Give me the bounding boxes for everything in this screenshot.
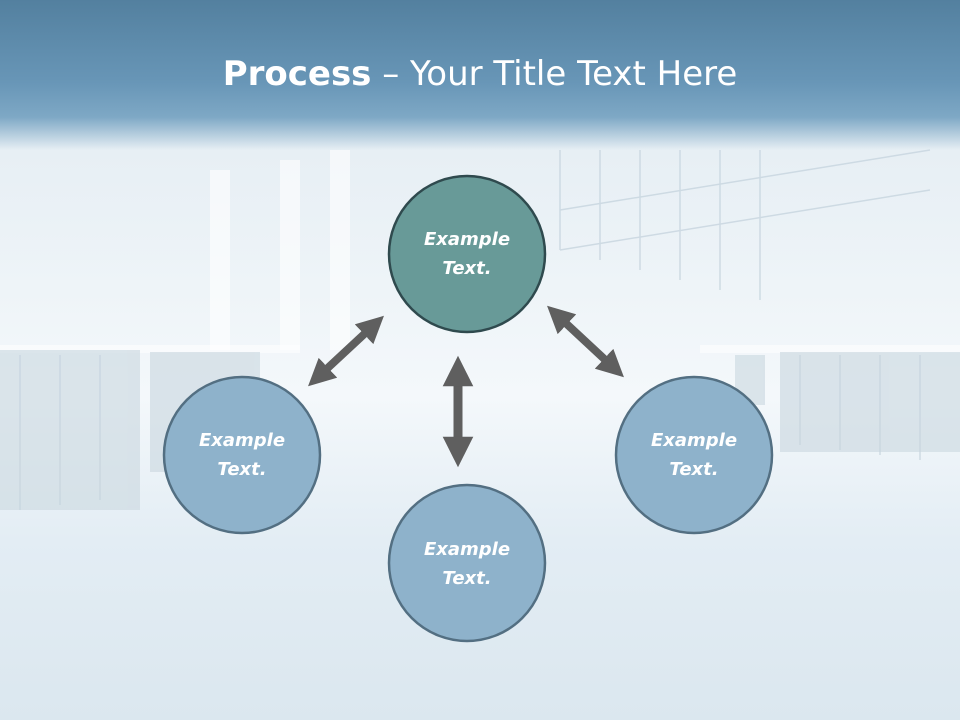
node-right-line1: Example: [650, 430, 738, 451]
arrow-top-right: [547, 305, 624, 378]
node-top-line2: Text.: [442, 258, 492, 279]
node-left-line1: Example: [198, 430, 286, 451]
node-right: [614, 375, 774, 535]
title-bold: Process: [222, 54, 372, 94]
node-top: [387, 174, 547, 334]
node-left-line2: Text.: [217, 459, 267, 480]
nodes: [162, 174, 774, 643]
arrow-top-left: [308, 315, 384, 387]
node-left: [162, 375, 322, 535]
node-bottom-line1: Example: [423, 539, 511, 560]
slide-title: Process – Your Title Text Here: [0, 52, 960, 96]
title-rest: – Your Title Text Here: [371, 54, 738, 94]
node-top-line1: Example: [423, 229, 511, 250]
node-right-line2: Text.: [669, 459, 719, 480]
node-left-label: Example Text.: [167, 426, 317, 484]
node-bottom-label: Example Text.: [392, 535, 542, 593]
node-bottom: [387, 483, 547, 643]
node-bottom-line2: Text.: [442, 568, 492, 589]
node-right-label: Example Text.: [619, 426, 769, 484]
arrows: [308, 305, 624, 468]
header-bar: [0, 0, 960, 150]
node-top-label: Example Text.: [392, 225, 542, 283]
